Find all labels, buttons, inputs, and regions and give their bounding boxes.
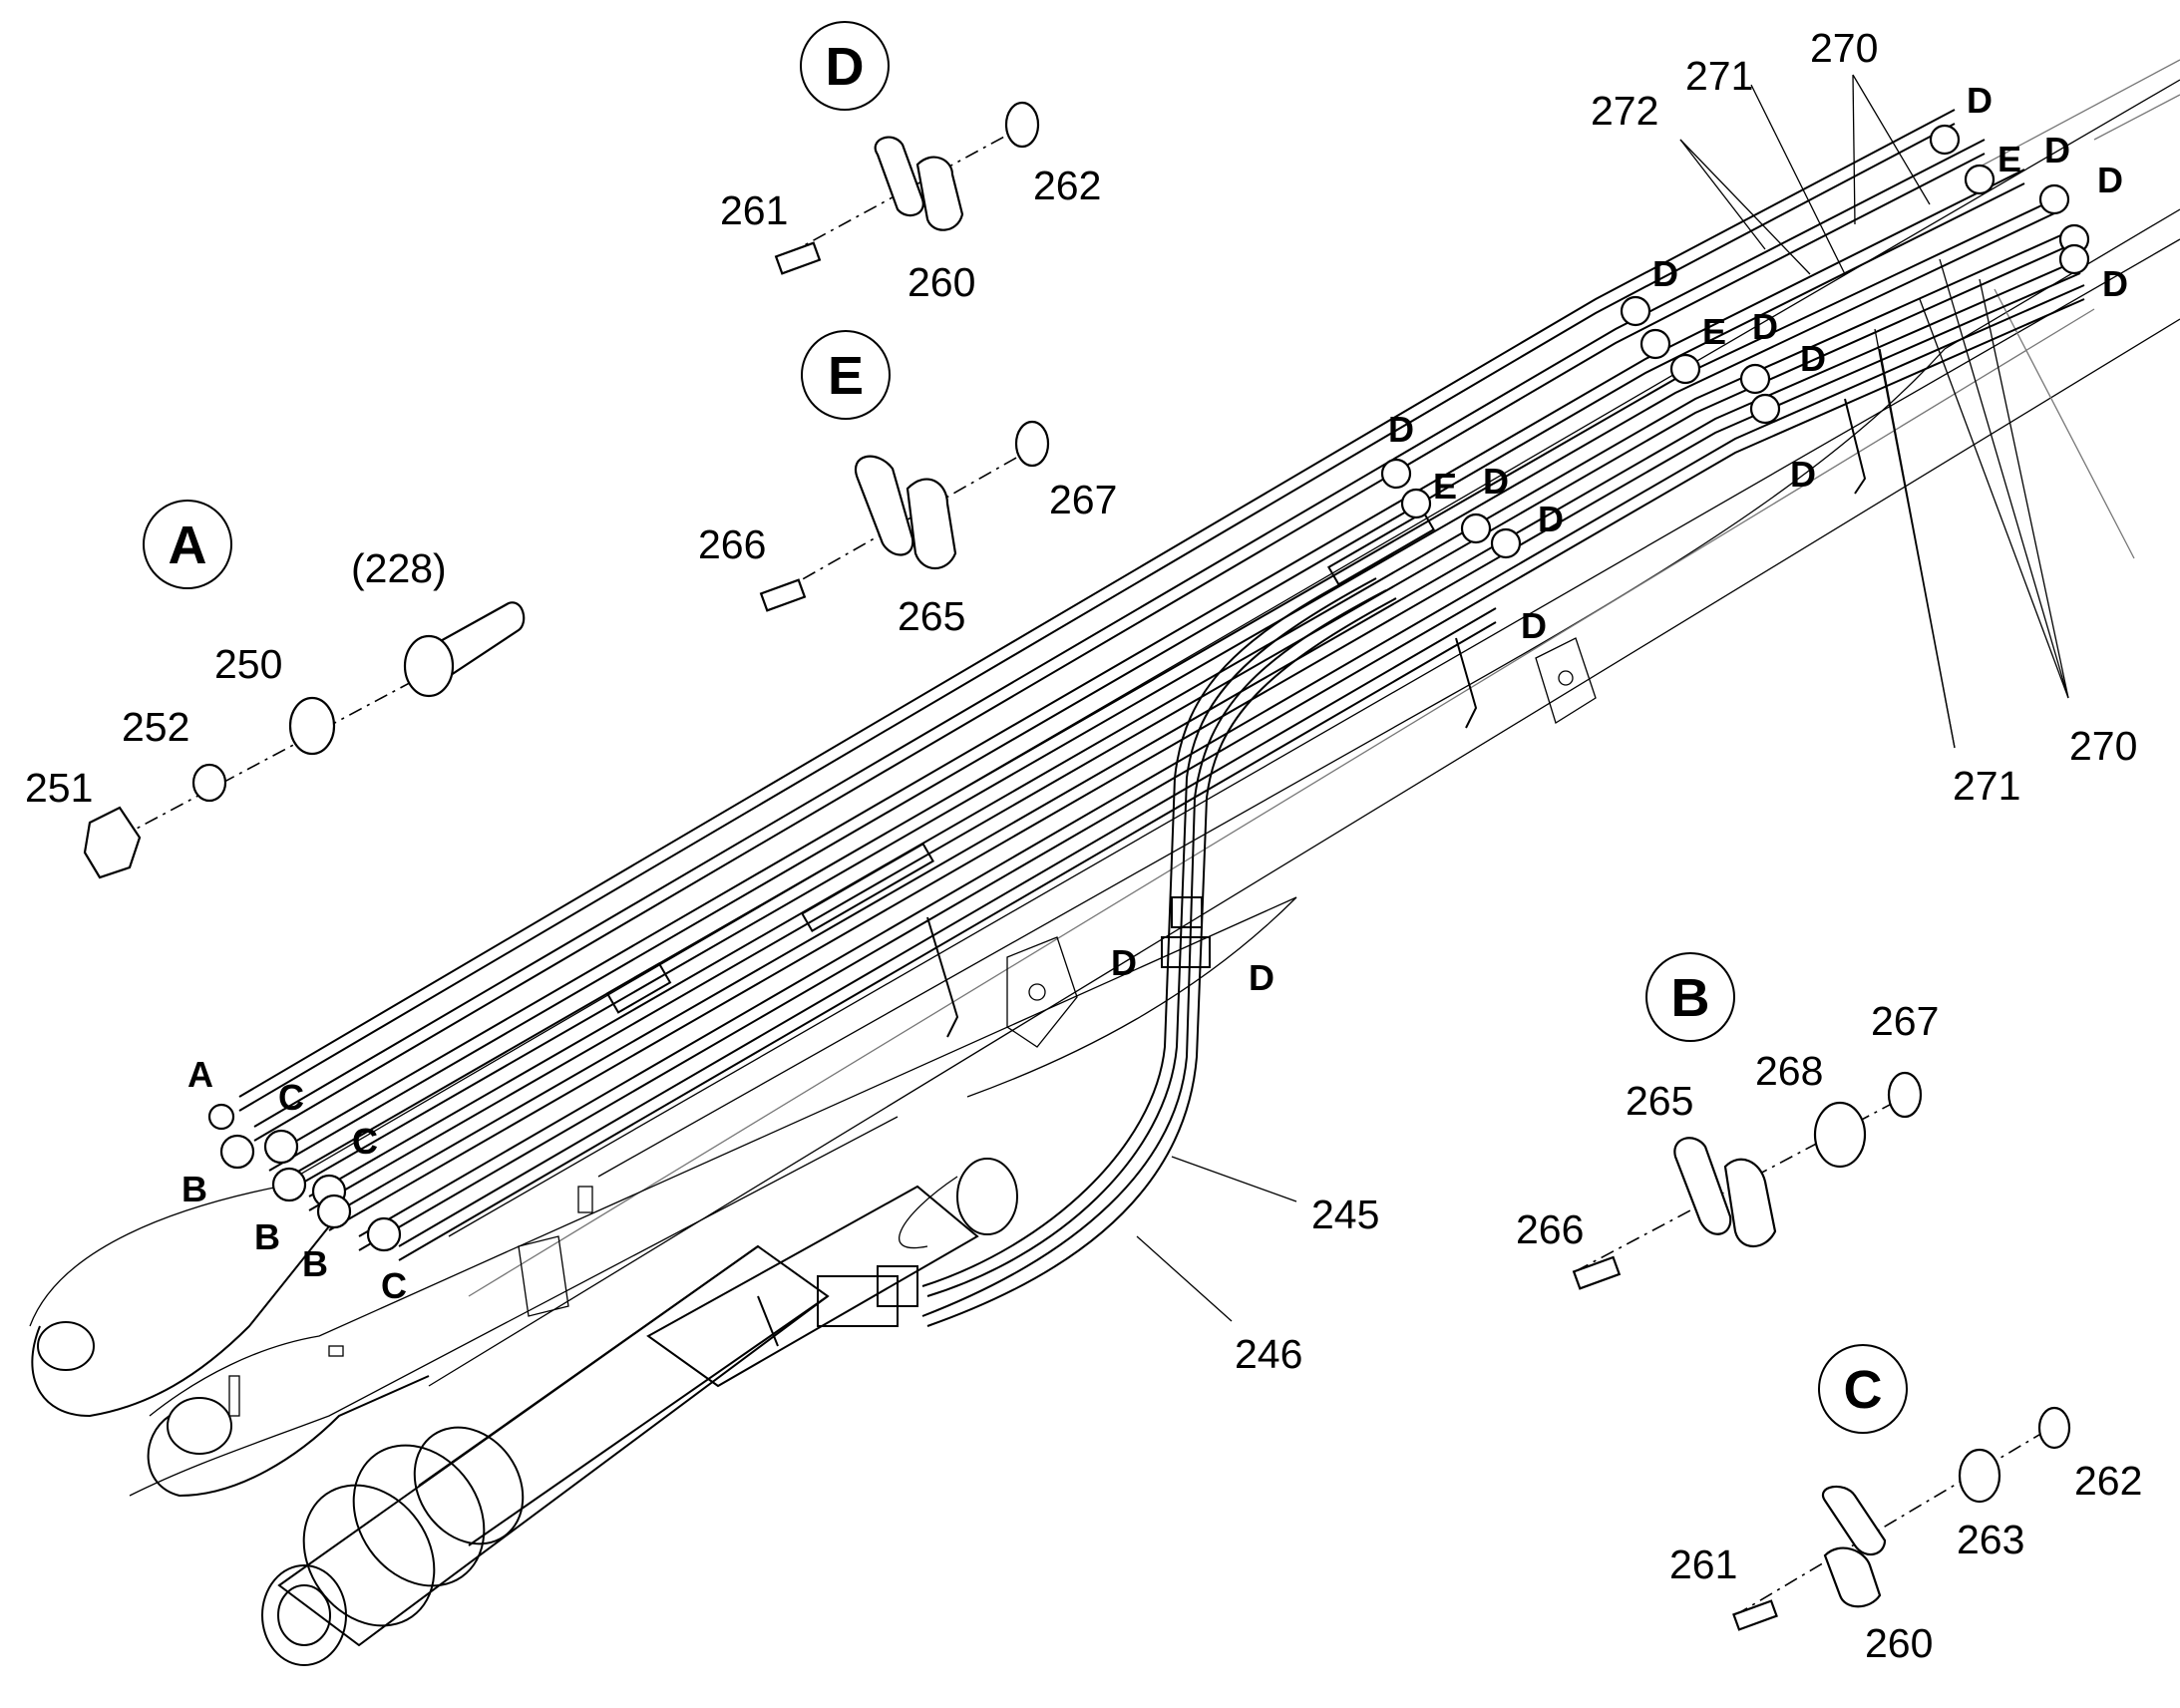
callout-246: 246 xyxy=(1235,1331,1302,1377)
tube-label: E xyxy=(1433,466,1457,507)
tube-label: D xyxy=(2097,160,2123,200)
callout-252: 252 xyxy=(122,704,189,750)
tube-label: D xyxy=(1249,957,1274,998)
detail-b-circle xyxy=(1645,952,1735,1042)
tube-label: D xyxy=(1967,80,1993,121)
detail-d-letter: D xyxy=(826,37,865,97)
leader-lines xyxy=(1136,74,2069,1322)
tube-end-labels: D E D D D D E D D D D E D D D D D A C C … xyxy=(182,80,2128,1306)
callout-270b: 270 xyxy=(2069,723,2137,769)
callout-260: 260 xyxy=(908,259,975,305)
detail-a-circle xyxy=(143,500,232,589)
tube-label: D xyxy=(2102,263,2128,304)
callout-262b: 262 xyxy=(2074,1458,2142,1504)
tube-label: D xyxy=(1752,306,1778,347)
tube-label: D xyxy=(1388,409,1414,450)
tube-label: D xyxy=(1483,461,1509,502)
tube-label: C xyxy=(381,1265,407,1306)
callout-266: 266 xyxy=(698,521,766,567)
tube-label: C xyxy=(352,1121,378,1162)
detail-e-letter: E xyxy=(828,346,864,406)
detail-c-circle xyxy=(1818,1344,1908,1434)
callout-272: 272 xyxy=(1591,88,1658,134)
callout-263: 263 xyxy=(1957,1517,2024,1562)
callout-266b: 266 xyxy=(1516,1206,1584,1252)
boom-structure xyxy=(29,59,2180,1498)
detail-a-group: A xyxy=(83,500,526,879)
tube-label: D xyxy=(1800,338,1826,379)
callout-265b: 265 xyxy=(1626,1078,1693,1124)
tube-label: B xyxy=(302,1243,328,1284)
callout-267: 267 xyxy=(1049,477,1117,522)
tube-label: D xyxy=(1538,499,1564,539)
callout-260b: 260 xyxy=(1865,1620,1933,1666)
tube-label: D xyxy=(1652,253,1678,294)
boom-cylinder xyxy=(261,1185,979,1666)
detail-d-group: D xyxy=(774,21,1040,275)
tube-label: A xyxy=(187,1054,213,1095)
callout-267b: 267 xyxy=(1871,998,1939,1044)
detail-b-letter: B xyxy=(1671,968,1710,1028)
fitting-clusters xyxy=(207,124,2090,1252)
detail-c-group: C xyxy=(1732,1344,2071,1631)
callout-268: 268 xyxy=(1755,1048,1823,1094)
tube-label: D xyxy=(1111,942,1137,983)
tube-label: B xyxy=(182,1169,207,1209)
callout-262: 262 xyxy=(1033,163,1101,208)
tube-label: D xyxy=(2044,130,2070,171)
detail-a-letter: A xyxy=(169,515,207,575)
detail-c-letter: C xyxy=(1844,1360,1883,1420)
callout-271b: 271 xyxy=(1953,763,2020,809)
detail-b-group: B xyxy=(1572,952,1923,1290)
callout-261b: 261 xyxy=(1669,1541,1737,1587)
tube-label: D xyxy=(1790,454,1816,495)
detail-e-circle xyxy=(801,330,891,420)
tube-label: E xyxy=(1998,139,2021,179)
tube-label: C xyxy=(278,1077,304,1118)
detail-d-circle xyxy=(800,21,890,111)
callout-261: 261 xyxy=(720,187,788,233)
callout-228: (228) xyxy=(351,545,447,591)
callout-271: 271 xyxy=(1685,53,1753,99)
callout-251: 251 xyxy=(25,765,93,811)
detail-e-group: E xyxy=(759,330,1050,612)
hoses-245-246 xyxy=(921,569,1397,1327)
callout-270: 270 xyxy=(1810,25,1878,71)
tube-label: B xyxy=(254,1216,280,1257)
callout-245: 245 xyxy=(1311,1192,1379,1237)
callout-265: 265 xyxy=(898,593,965,639)
callout-250: 250 xyxy=(214,641,282,687)
tube-label: D xyxy=(1521,605,1547,646)
tube-label: E xyxy=(1702,311,1726,352)
callout-labels: 270 271 272 261 262 260 267 266 265 (228… xyxy=(25,25,2142,1666)
